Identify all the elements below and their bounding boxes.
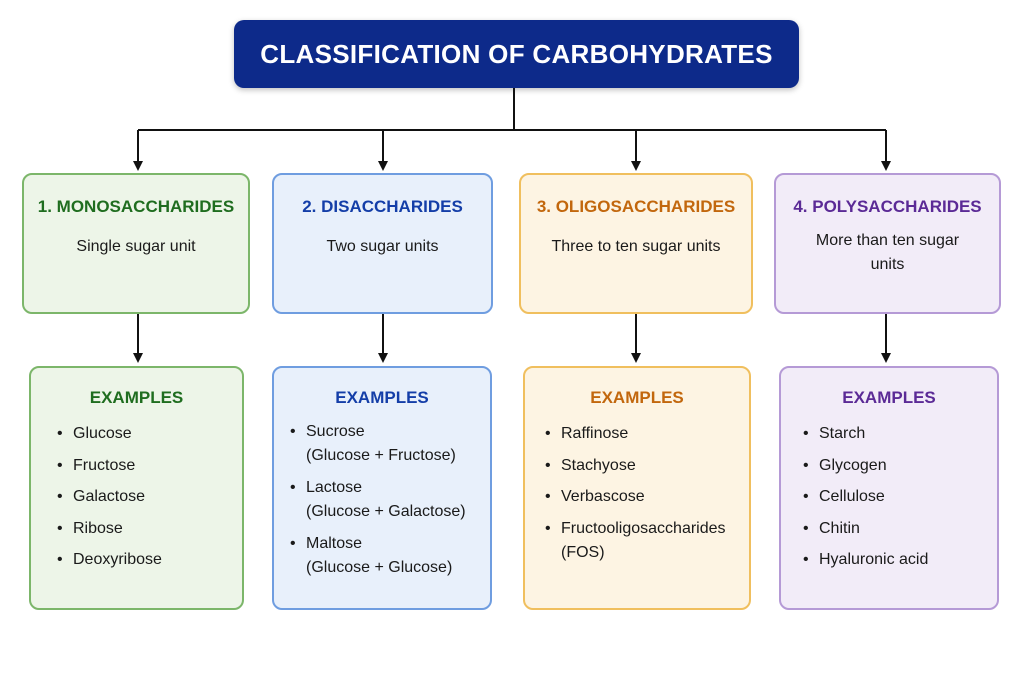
examples-list: Raffinose Stachyose Verbascose Fructooli…	[525, 422, 749, 565]
oligosaccharides-title: 3. OLIGOSACCHARIDES	[536, 197, 736, 216]
list-item: Cellulose	[803, 485, 997, 509]
examples-list: Sucrose (Glucose + Fructose) Lactose (Gl…	[274, 420, 490, 580]
example-detail: (Glucose + Galactose)	[306, 503, 466, 520]
list-item: Sucrose (Glucose + Fructose)	[290, 420, 490, 468]
list-item: Hyaluronic acid	[803, 548, 997, 572]
list-item: Stachyose	[545, 454, 749, 478]
list-item: Starch	[803, 422, 997, 446]
examples-list: Starch Glycogen Cellulose Chitin Hyaluro…	[781, 422, 997, 572]
disaccharides-title: 2. DISACCHARIDES	[302, 197, 463, 216]
polysaccharides-title: 4. POLYSACCHARIDES	[793, 197, 982, 216]
list-item: Deoxyribose	[57, 548, 242, 572]
list-item: Galactose	[57, 485, 242, 509]
list-item: Fructooligosaccharides (FOS)	[545, 517, 749, 565]
list-item: Maltose (Glucose + Glucose)	[290, 532, 490, 580]
example-detail: (Glucose + Fructose)	[306, 447, 456, 464]
examples-heading: EXAMPLES	[335, 388, 429, 407]
example-name: Sucrose	[306, 423, 365, 440]
monosaccharides-box: 1. MONOSACCHARIDES Single sugar unit	[22, 173, 250, 314]
list-item: Ribose	[57, 517, 242, 541]
title-box: CLASSIFICATION OF CARBOHYDRATES	[234, 20, 799, 88]
oligosaccharides-examples-box: EXAMPLES Raffinose Stachyose Verbascose …	[523, 366, 751, 610]
polysaccharides-box: 4. POLYSACCHARIDES More than ten sugar u…	[774, 173, 1001, 314]
list-item: Verbascose	[545, 485, 749, 509]
disaccharides-examples-box: EXAMPLES Sucrose (Glucose + Fructose) La…	[272, 366, 492, 610]
disaccharides-box: 2. DISACCHARIDES Two sugar units	[272, 173, 493, 314]
disaccharides-description: Two sugar units	[326, 238, 439, 255]
examples-heading: EXAMPLES	[842, 388, 936, 407]
polysaccharides-examples-box: EXAMPLES Starch Glycogen Cellulose Chiti…	[779, 366, 999, 610]
examples-heading: EXAMPLES	[590, 388, 684, 407]
diagram-title: CLASSIFICATION OF CARBOHYDRATES	[260, 38, 773, 69]
monosaccharides-examples-box: EXAMPLES Glucose Fructose Galactose Ribo…	[29, 366, 244, 610]
examples-list: Glucose Fructose Galactose Ribose Deoxyr…	[31, 422, 242, 572]
example-name: Lactose	[306, 479, 363, 496]
monosaccharides-description: Single sugar unit	[76, 238, 196, 255]
monosaccharides-title: 1. MONOSACCHARIDES	[37, 197, 235, 216]
example-detail: (FOS)	[561, 543, 605, 561]
oligosaccharides-description: Three to ten sugar units	[551, 238, 721, 255]
list-item: Glucose	[57, 422, 242, 446]
polysaccharides-description: More than ten sugar units	[815, 232, 960, 273]
list-item: Lactose (Glucose + Galactose)	[290, 476, 490, 524]
list-item: Fructose	[57, 454, 242, 478]
list-item: Chitin	[803, 517, 997, 541]
examples-heading: EXAMPLES	[89, 388, 184, 407]
example-detail: (Glucose + Glucose)	[306, 559, 453, 576]
example-name: Maltose	[306, 535, 363, 552]
example-name: Fructooligosaccharides	[561, 519, 726, 537]
oligosaccharides-box: 3. OLIGOSACCHARIDES Three to ten sugar u…	[519, 173, 753, 314]
list-item: Raffinose	[545, 422, 749, 446]
list-item: Glycogen	[803, 454, 997, 478]
